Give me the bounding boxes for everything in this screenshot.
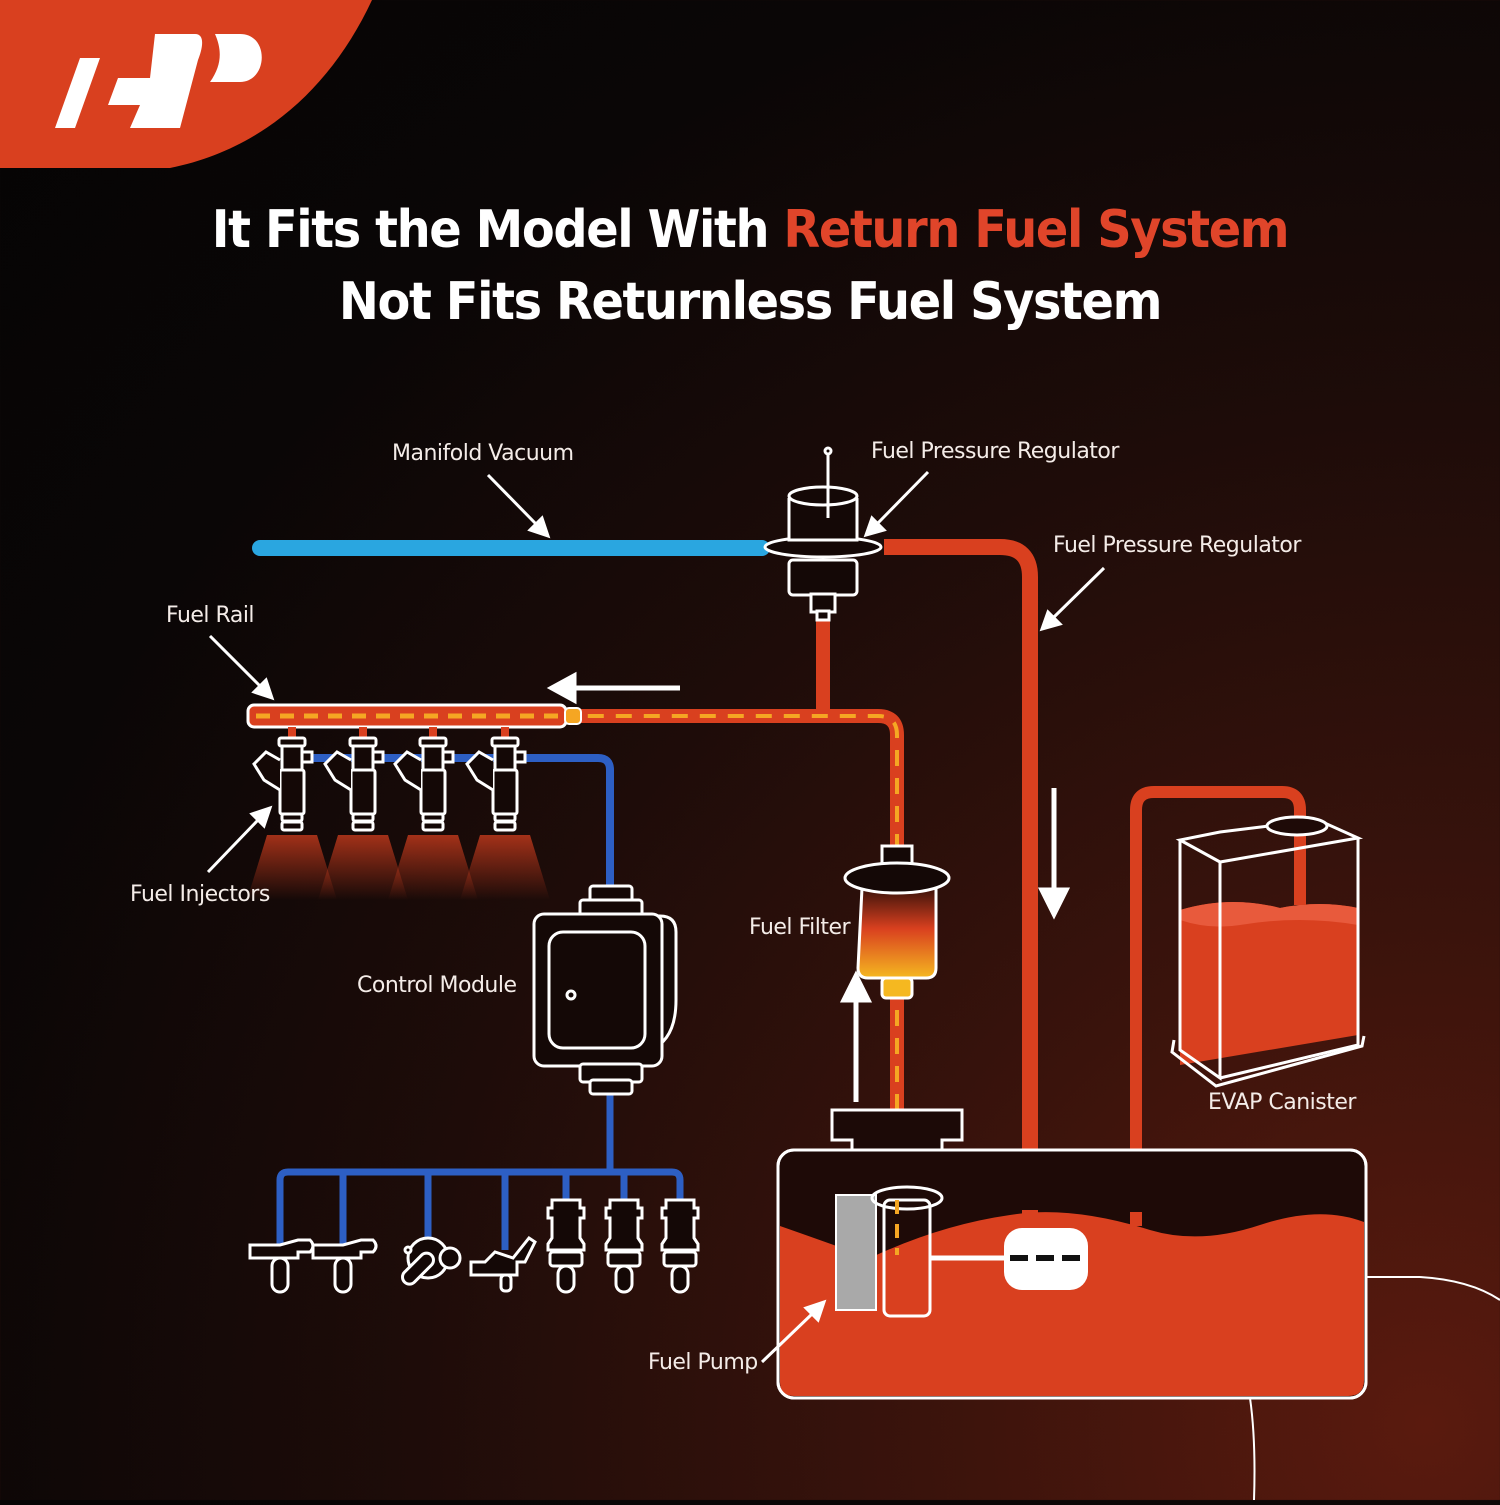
headline-line-1: It Fits the Model With Return Fuel Syste… (60, 200, 1440, 260)
fuel-pump-icon (835, 1185, 1005, 1318)
throttle-position-sensor-icon (401, 1236, 462, 1286)
label-fuel-pressure-regulator-return: Fuel Pressure Regulator (1053, 533, 1302, 558)
fuel-rail-icon (246, 703, 582, 729)
brand-logo (0, 0, 372, 168)
control-module-icon (532, 884, 678, 1096)
fuel-level-sender-icon (1004, 1228, 1088, 1290)
label-fuel-filter: Fuel Filter (749, 915, 851, 940)
label-manifold-vacuum: Manifold Vacuum (392, 441, 574, 466)
fuel-injector-icon (388, 727, 478, 900)
label-fuel-injectors: Fuel Injectors (130, 882, 270, 907)
evap-canister-icon (1170, 815, 1366, 1088)
label-fuel-pump: Fuel Pump (648, 1350, 758, 1375)
fuel-pressure-regulator-icon (763, 446, 883, 622)
pointer-arrows (206, 470, 1106, 1364)
headline-prefix: It Fits the Model With (211, 200, 784, 260)
flow-arrows (546, 671, 1071, 1102)
temperature-sensor-icon (604, 1198, 644, 1294)
fuel-tank-icon (776, 1108, 1500, 1501)
return-fuel-line (884, 539, 1038, 1210)
logo-p-icon (210, 34, 262, 82)
temperature-sensor-icon (660, 1198, 700, 1294)
fuel-injector-icon (318, 727, 408, 900)
label-fuel-pressure-regulator: Fuel Pressure Regulator (871, 439, 1120, 464)
label-fuel-rail: Fuel Rail (166, 603, 254, 628)
fuel-injector-icon (247, 727, 337, 900)
label-evap-canister: EVAP Canister (1208, 1090, 1357, 1115)
injector-wiring (300, 754, 614, 888)
crankshaft-sensor-icon (311, 1238, 378, 1294)
headline-line-2: Not Fits Returnless Fuel System (338, 272, 1163, 332)
logo-slash-icon (55, 58, 100, 128)
evap-line (1130, 786, 1306, 1215)
label-control-module: Control Module (357, 973, 517, 998)
fuel-injectors (247, 727, 550, 900)
fuel-filter-icon (843, 844, 951, 1000)
temperature-sensor-icon (546, 1198, 586, 1294)
headline-accent: Return Fuel System (783, 200, 1289, 260)
sensors (248, 1198, 700, 1294)
map-sensor-icon (469, 1235, 537, 1293)
fuel-injector-icon (460, 727, 550, 900)
logo-a-icon (108, 34, 203, 128)
camshaft-sensor-icon (248, 1238, 315, 1294)
sensor-wiring (276, 1092, 684, 1250)
